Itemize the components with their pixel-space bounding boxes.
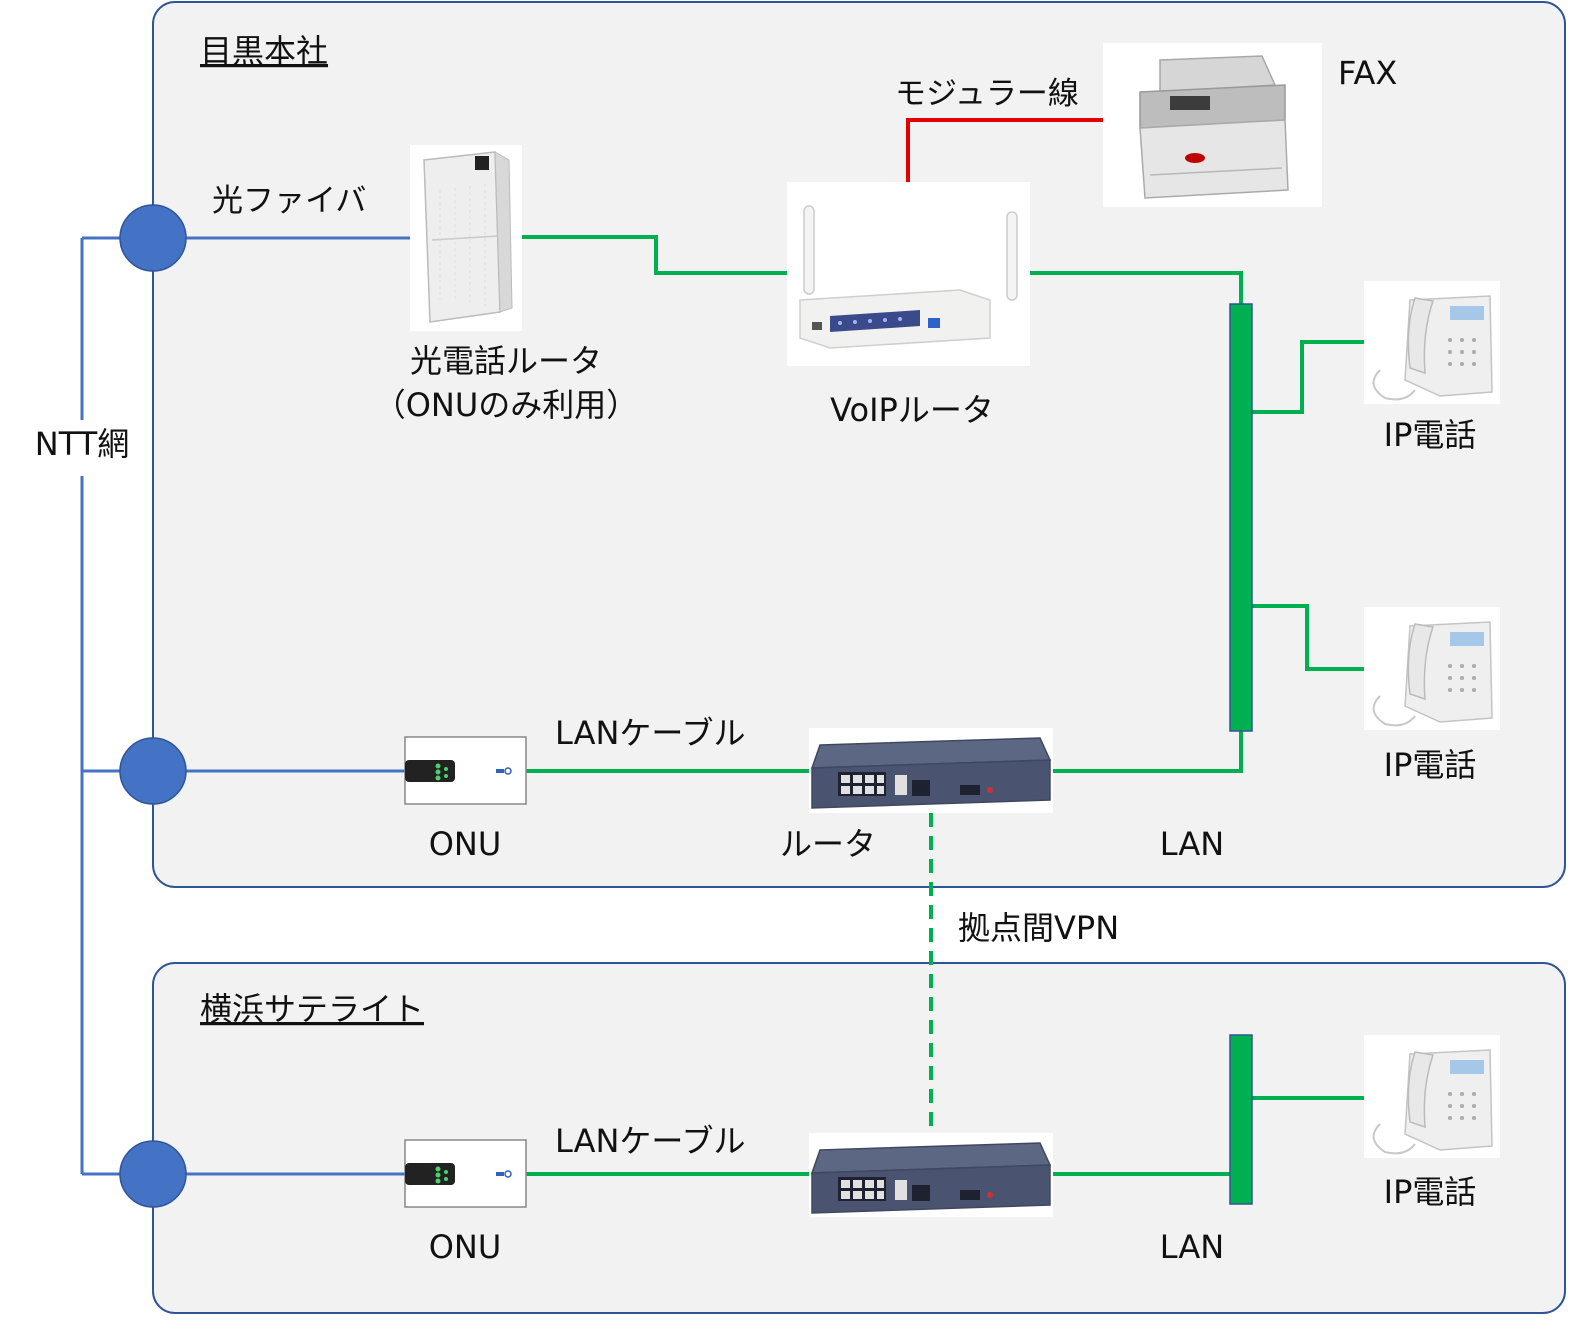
modular-cable <box>906 118 1103 182</box>
ip-phone-1-image <box>1364 281 1500 404</box>
ntt-node-meguro-bottom <box>119 737 187 805</box>
onu-sat-label: ONU <box>429 1228 502 1266</box>
router-hq-label: ルータ <box>780 825 876 863</box>
lan-bus-sat <box>1229 1034 1253 1205</box>
lan-cable-sat-label: LANケーブル <box>555 1122 745 1160</box>
site-title-meguro: 目黒本社 <box>200 32 328 70</box>
ip-phone-1-label: IP電話 <box>1384 416 1477 454</box>
ip-phone-3-label: IP電話 <box>1384 1173 1477 1211</box>
lan-sat-label: LAN <box>1160 1228 1224 1266</box>
ntt-network-lines <box>80 236 410 1176</box>
hikari-router-note: （ONUのみ利用） <box>374 386 639 424</box>
lan-cables <box>522 235 1364 1176</box>
ntt-node-meguro-top <box>119 204 187 272</box>
router-sat-image <box>809 1133 1053 1217</box>
ip-phone-2-image <box>1364 607 1500 730</box>
voip-router-image <box>787 182 1030 366</box>
vpn-label: 拠点間VPN <box>958 909 1119 947</box>
fax-label: FAX <box>1338 54 1397 92</box>
voip-router-label: VoIPルータ <box>830 391 994 429</box>
onu-hq-image <box>404 736 527 805</box>
ntt-network-label: NTT網 <box>35 425 129 463</box>
lan-bus-hq <box>1229 303 1253 732</box>
ntt-node-yokohama <box>119 1140 187 1208</box>
onu-hq-label: ONU <box>429 825 502 863</box>
lan-cable-hq-label: LANケーブル <box>555 714 745 752</box>
fiber-label: 光ファイバ <box>212 183 366 219</box>
hikari-router-image <box>410 145 522 331</box>
fax-image <box>1103 43 1322 207</box>
ip-phone-2-label: IP電話 <box>1384 746 1477 784</box>
lan-hq-label: LAN <box>1160 825 1224 863</box>
modular-cable-label: モジュラー線 <box>895 76 1079 112</box>
ip-phone-3-image <box>1364 1035 1500 1158</box>
router-hq-image <box>809 728 1053 813</box>
site-title-yokohama: 横浜サテライト <box>200 990 424 1028</box>
onu-sat-image <box>404 1139 527 1208</box>
hikari-router-label: 光電話ルータ <box>410 342 602 380</box>
